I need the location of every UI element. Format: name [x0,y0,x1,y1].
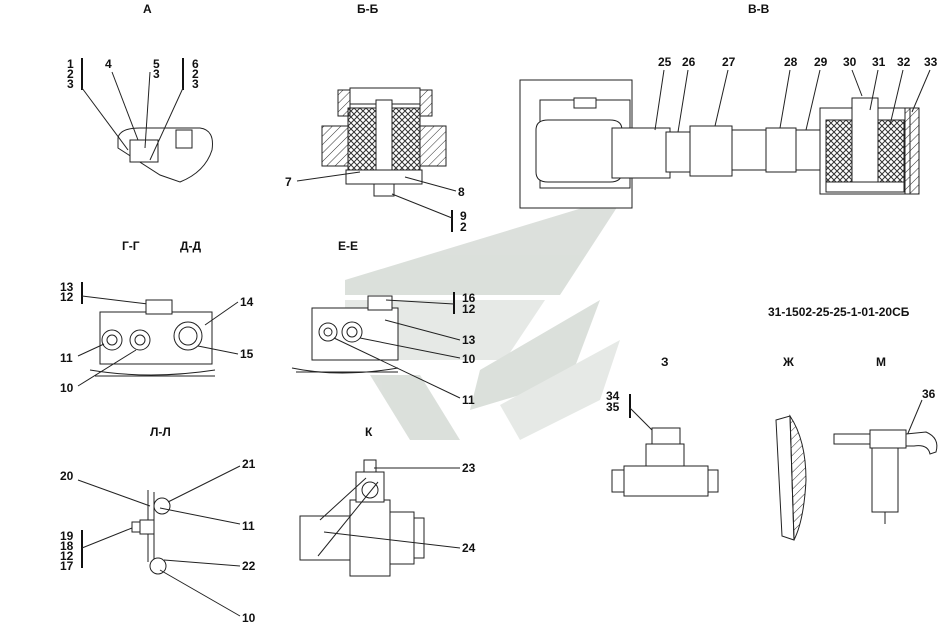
label-ee-13: 13 [462,333,476,347]
label-vv-30: 30 [843,55,857,69]
label-ll-18: 18 [60,539,74,553]
label-a-2: 2 [67,67,74,81]
label-ee-10: 10 [462,352,476,366]
label-a-6: 6 [192,57,199,71]
label-ll-10: 10 [242,611,256,625]
view-m: М 36 [833,355,938,524]
label-a-3c: 3 [192,77,199,91]
view-gg-dd: Г-Г Д-Д 13 12 14 11 15 10 [60,239,254,395]
label-ll-17: 17 [60,559,74,573]
label-ll-19: 19 [60,529,74,543]
label-a-1: 1 [67,57,74,71]
label-bb-7: 7 [285,175,292,189]
view-title-z: З [661,355,669,369]
view-title-bb: Б-Б [357,2,379,16]
label-a-2b: 2 [192,67,199,81]
label-a-4: 4 [105,57,112,71]
label-vv-32: 32 [897,55,911,69]
label-bb-8: 8 [458,185,465,199]
label-ll-11: 11 [242,519,255,533]
label-ee-16: 16 [462,291,476,305]
drawing-code: 31-1502-25-25-1-01-20СБ [768,305,910,319]
label-ee-12: 12 [462,302,476,316]
view-vv: В-В 25 26 27 28 29 30 31 32 33 [519,2,938,209]
view-title-zh: Ж [782,355,794,369]
label-vv-33: 33 [924,55,938,69]
label-z-34: 34 [606,389,620,403]
label-vv-31: 31 [872,55,886,69]
view-title-ll: Л-Л [150,425,171,439]
view-ll: Л-Л 20 21 11 19 18 12 17 22 10 [60,425,256,625]
label-vv-28: 28 [784,55,798,69]
label-z-35: 35 [606,400,620,414]
label-vv-29: 29 [814,55,828,69]
view-title-k: К [365,425,373,439]
label-a-3b: 3 [153,67,160,81]
label-a-5: 5 [153,57,160,71]
label-ee-11: 11 [462,393,475,407]
label-ll-20: 20 [60,469,74,483]
view-title-ee: Е-Е [338,239,358,253]
label-bb-2: 2 [460,220,467,234]
label-vv-26: 26 [682,55,696,69]
watermark-logo [345,195,625,440]
view-title-a: А [143,2,152,16]
label-gg-13: 13 [60,280,74,294]
view-title-m: М [876,355,886,369]
label-a-3: 3 [67,77,74,91]
label-k-23: 23 [462,461,476,475]
view-title-dd: Д-Д [180,239,202,253]
view-zh: Ж [775,355,807,541]
label-gg-10: 10 [60,381,74,395]
view-z: З 34 35 [606,355,719,497]
view-ee: Е-Е 16 12 13 10 11 [291,239,476,407]
view-k: К 23 24 [299,425,476,577]
view-a: А 1 2 3 4 5 3 6 2 3 [67,2,213,183]
label-ll-21: 21 [242,457,256,471]
view-bb: Б-Б 7 8 9 2 [285,2,467,234]
label-gg-14: 14 [240,295,254,309]
label-gg-12: 12 [60,290,74,304]
label-gg-11: 11 [60,351,73,365]
label-m-36: 36 [922,387,936,401]
label-ll-12: 12 [60,549,74,563]
label-vv-27: 27 [722,55,736,69]
label-ll-22: 22 [242,559,256,573]
label-bb-9: 9 [460,209,467,223]
label-gg-15: 15 [240,347,254,361]
label-k-24: 24 [462,541,476,555]
view-title-gg: Г-Г [122,239,140,253]
view-title-vv: В-В [748,2,770,16]
label-vv-25: 25 [658,55,672,69]
